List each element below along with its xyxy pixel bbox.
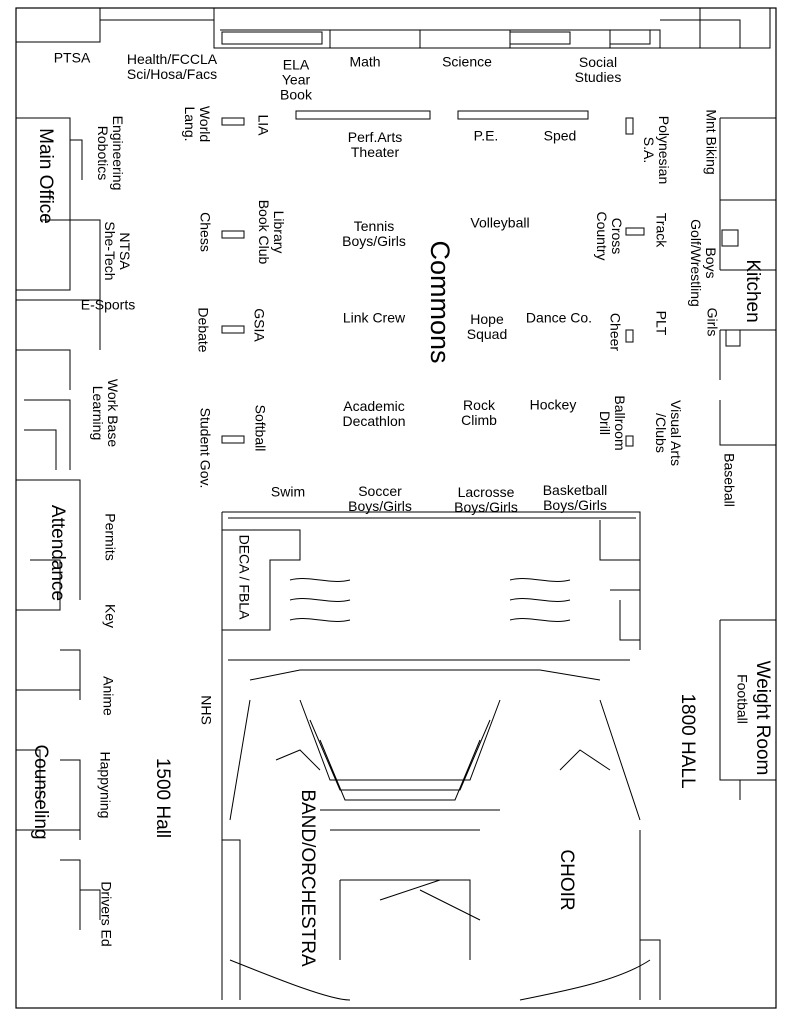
club-boys-golf: Boys Golf/Wrestling bbox=[688, 219, 719, 307]
club-soccer: Soccer Boys/Girls bbox=[348, 483, 412, 514]
club-ballroom: Ballroom Drill bbox=[597, 395, 628, 451]
club-debate: Debate bbox=[195, 307, 212, 353]
club-polynesian: Polynesian S.A. bbox=[641, 115, 672, 185]
club-permits: Permits bbox=[102, 513, 119, 561]
club-student-gov: Student Gov. bbox=[197, 407, 214, 489]
room-social: Social Studies bbox=[574, 54, 622, 85]
club-link-crew: Link Crew bbox=[342, 309, 406, 326]
room-attendance: Attendance bbox=[47, 504, 68, 602]
club-softball: Softball bbox=[252, 404, 269, 452]
room-ptsa: PTSA bbox=[53, 49, 91, 66]
club-hope-squad: Hope Squad bbox=[466, 311, 508, 342]
club-swim: Swim bbox=[270, 483, 306, 500]
club-rock-climb: Rock Climb bbox=[461, 397, 497, 428]
club-chess: Chess bbox=[197, 212, 214, 252]
club-nhs: NHS bbox=[198, 695, 215, 725]
club-key: Key bbox=[102, 603, 119, 629]
room-choir: CHOIR bbox=[556, 849, 577, 911]
room-health: Health/FCCLA Sci/Hosa/Facs bbox=[126, 51, 218, 82]
club-hockey: Hockey bbox=[529, 396, 577, 413]
club-perf-arts: Perf.Arts Theater bbox=[347, 129, 403, 160]
room-band-orchestra: BAND/ORCHESTRA bbox=[297, 789, 318, 967]
club-cheer: Cheer bbox=[607, 312, 624, 352]
room-weight-room: Weight Room bbox=[752, 660, 773, 776]
club-library: Library Book Club bbox=[256, 199, 287, 265]
club-engineering: Engineering Robotics bbox=[95, 115, 126, 191]
club-esports: E-Sports bbox=[80, 296, 136, 313]
room-ela: ELA Year Book bbox=[280, 56, 312, 103]
club-drivers-ed: Drivers Ed bbox=[98, 881, 115, 947]
club-girls: Girls bbox=[704, 307, 721, 337]
club-visual-arts: Visual Arts /Clubs bbox=[653, 400, 684, 466]
area-commons: Commons bbox=[425, 240, 455, 364]
club-baseball: Baseball bbox=[721, 453, 738, 507]
club-dance: Dance Co. bbox=[525, 309, 593, 326]
room-math: Math bbox=[349, 53, 381, 70]
club-cross-country: Cross Country bbox=[594, 211, 625, 261]
club-happyning: Happyning bbox=[97, 751, 114, 819]
club-sped: Sped bbox=[543, 127, 577, 144]
club-work-base: Work Base Learning bbox=[90, 378, 121, 448]
club-football: Football bbox=[734, 674, 751, 724]
club-anime: Anime bbox=[100, 676, 117, 716]
club-volleyball: Volleyball bbox=[470, 214, 530, 231]
club-gsia: GSIA bbox=[251, 308, 268, 342]
club-pe: P.E. bbox=[473, 127, 499, 144]
club-academic: Academic Decathlon bbox=[342, 398, 406, 429]
club-basketball: Basketball Boys/Girls bbox=[542, 482, 608, 513]
club-ntsa: NTSA She-Tech bbox=[102, 221, 133, 281]
club-deca: DECA / FBLA bbox=[236, 534, 253, 620]
club-plt: PLT bbox=[653, 310, 670, 336]
club-track: Track bbox=[653, 212, 670, 248]
room-counseling: Counseling bbox=[30, 744, 51, 840]
club-mnt-biking: Mnt Biking bbox=[703, 109, 720, 175]
room-kitchen: Kitchen bbox=[742, 259, 763, 323]
club-lacrosse: Lacrosse Boys/Girls bbox=[454, 484, 518, 515]
club-lia: LIA bbox=[255, 114, 272, 136]
club-world-lang: World Lang. bbox=[182, 105, 213, 143]
hall-1500: 1500 Hall bbox=[152, 757, 173, 839]
hall-1800: 1800 HALL bbox=[677, 693, 698, 789]
room-main-office: Main Office bbox=[35, 128, 56, 224]
room-science: Science bbox=[442, 53, 492, 70]
club-tennis: Tennis Boys/Girls bbox=[342, 218, 406, 249]
